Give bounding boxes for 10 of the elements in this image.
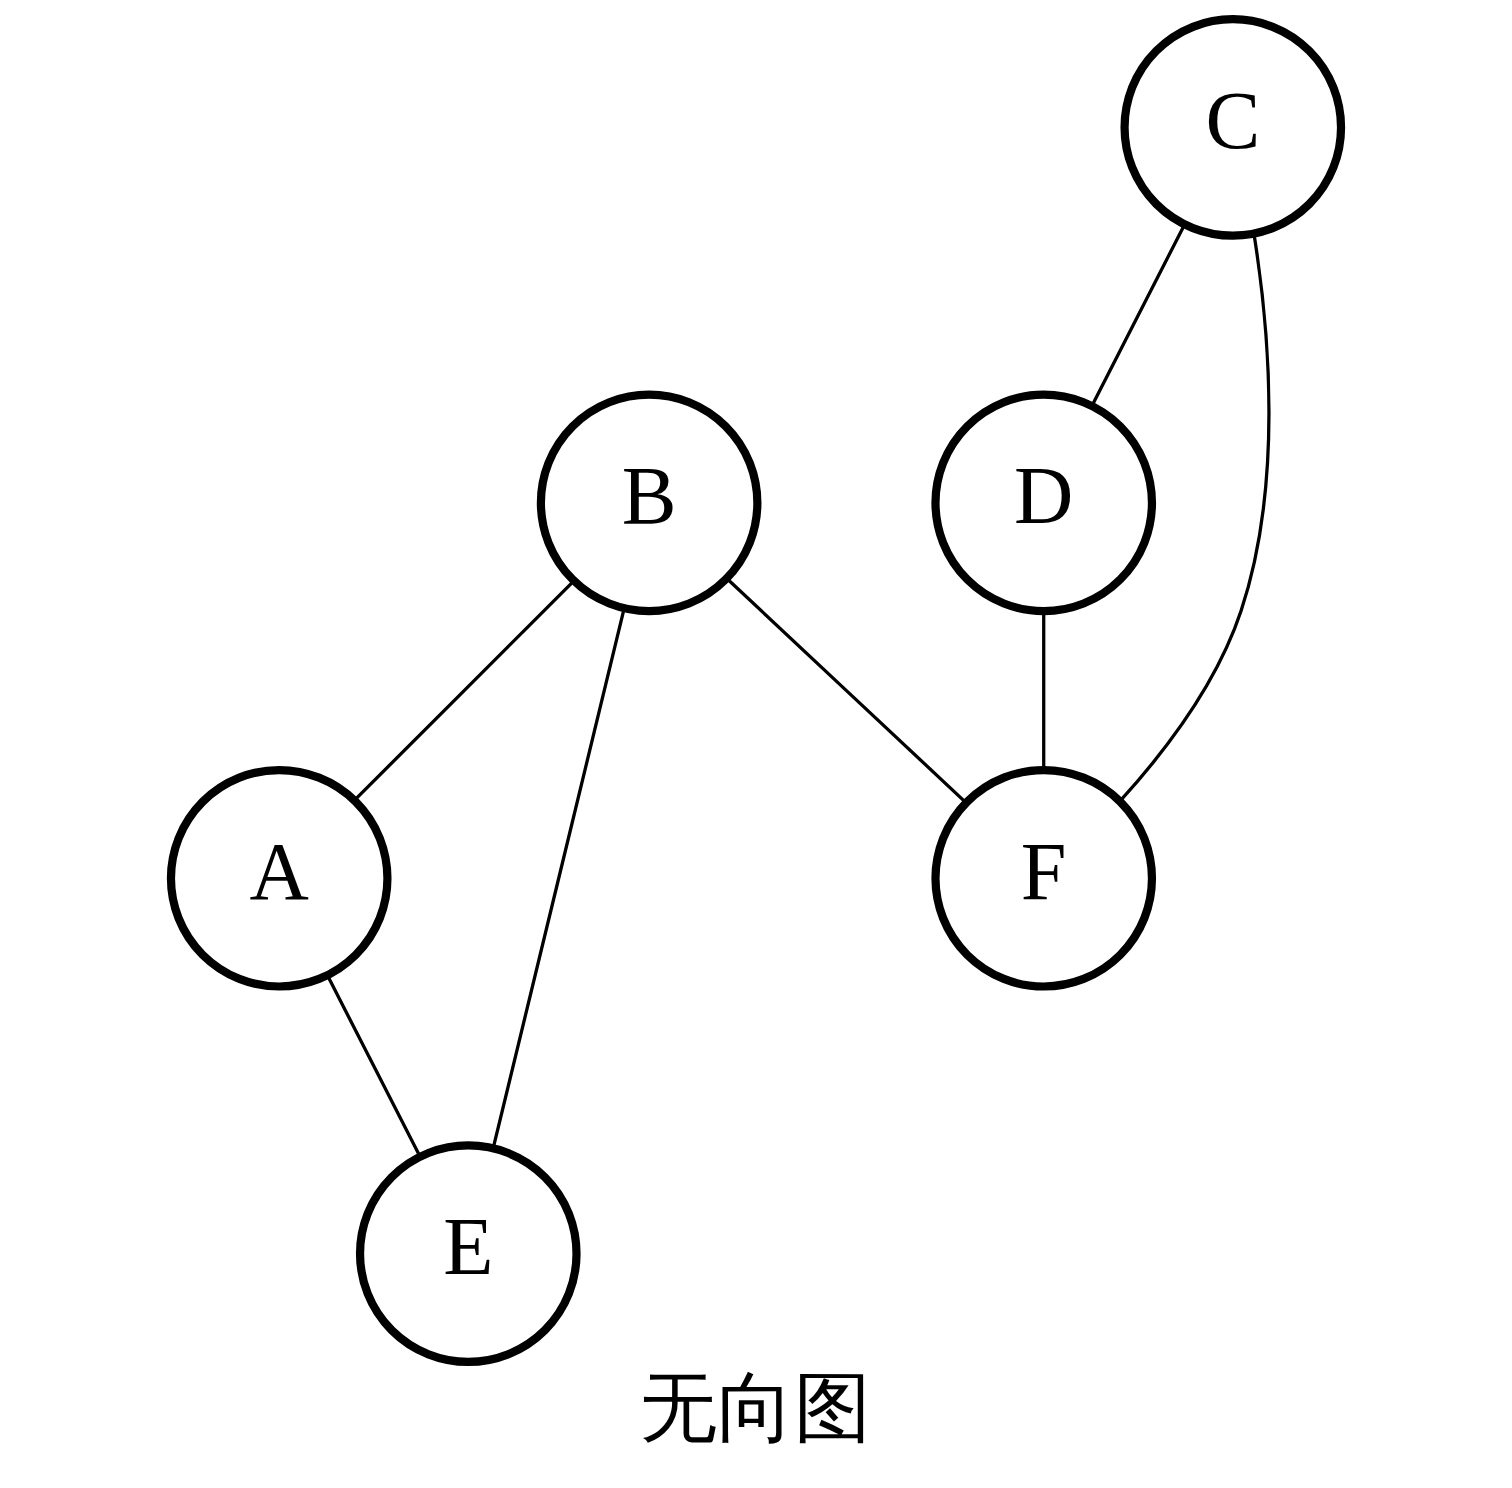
connector: [353, 580, 575, 802]
node-circle: B: [536, 390, 762, 616]
node-circle: A: [166, 765, 392, 991]
node-circle: E: [355, 1141, 581, 1367]
node-circle: C: [1120, 15, 1346, 240]
connector: [725, 577, 968, 804]
node-circle: F: [931, 765, 1157, 991]
caption: 无向图: [640, 1363, 872, 1453]
node-circle: D: [931, 390, 1157, 616]
connector: [1118, 234, 1271, 803]
